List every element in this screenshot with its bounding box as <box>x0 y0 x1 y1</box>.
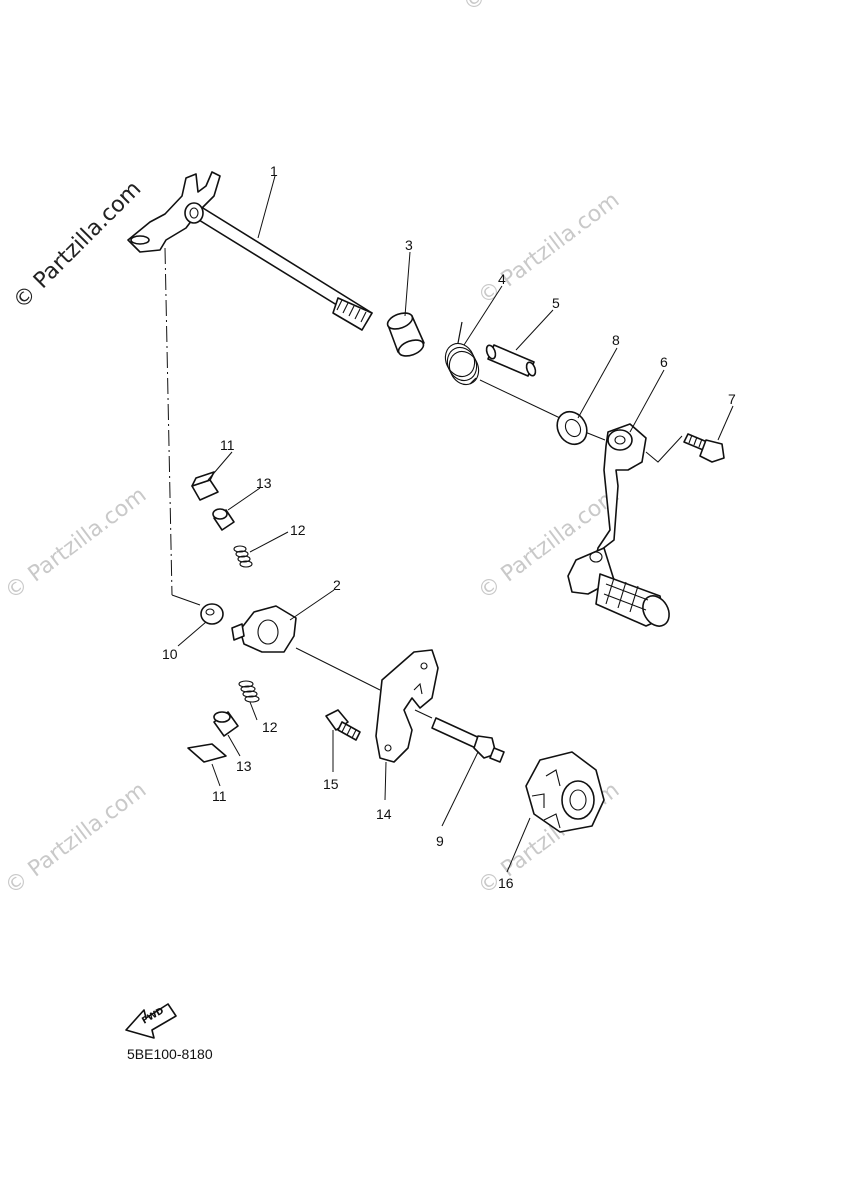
callout-7: 7 <box>728 391 736 407</box>
diagram-code: 5BE100-8180 <box>127 1046 213 1062</box>
callout-13-lower: 13 <box>236 758 252 774</box>
part-11-stopper-upper <box>191 471 219 501</box>
part-7-bolt <box>683 433 725 463</box>
part-16-segment-drum <box>525 751 605 833</box>
part-9-shaft-bolt <box>431 717 505 763</box>
part-11-stopper-lower <box>187 743 227 763</box>
callout-8: 8 <box>612 332 620 348</box>
callout-1: 1 <box>270 163 278 179</box>
watermark-faint: © Partzilla.com <box>474 188 625 310</box>
assembly-lines <box>164 247 683 719</box>
callout-15: 15 <box>323 776 339 792</box>
callout-5: 5 <box>552 295 560 311</box>
callout-labels: 1 3 4 5 8 6 7 11 13 12 2 10 12 13 11 15 … <box>162 163 736 891</box>
part-1-shift-shaft <box>127 171 373 331</box>
part-13-roller-upper <box>212 508 235 531</box>
callout-12-upper: 12 <box>290 522 306 538</box>
callout-12-lower: 12 <box>262 719 278 735</box>
callout-9: 9 <box>436 833 444 849</box>
watermark-faint: © Partzilla.com <box>1 778 152 900</box>
part-12-spring-lower <box>238 680 260 703</box>
watermark-main: © Partzilla.com <box>9 177 147 315</box>
part-10-washer <box>200 603 224 625</box>
callout-6: 6 <box>660 354 668 370</box>
callout-14: 14 <box>376 806 392 822</box>
callout-16: 16 <box>498 875 514 891</box>
callout-4: 4 <box>498 271 506 287</box>
part-15-bolt <box>325 709 361 741</box>
part-6-shift-pedal <box>567 423 670 627</box>
callout-11-upper: 11 <box>220 437 235 453</box>
callout-11-lower: 11 <box>212 788 227 804</box>
watermark-faint: © Partzilla.com <box>459 0 610 17</box>
watermark-faint: © Partzilla.com <box>1 483 152 605</box>
callout-10: 10 <box>162 646 178 662</box>
part-3-collar <box>386 312 425 357</box>
part-5-pin <box>485 344 537 377</box>
callout-13-upper: 13 <box>256 475 272 491</box>
part-2-shift-arm <box>231 605 297 653</box>
part-8-oil-seal <box>556 410 588 446</box>
fwd-arrow-icon: FWD <box>125 1003 177 1039</box>
part-14-segment-plate <box>375 649 439 763</box>
part-4-torsion-spring <box>444 321 480 386</box>
part-12-spring-upper <box>233 545 253 568</box>
part-13-roller-lower <box>213 711 239 737</box>
leader-lines <box>177 175 734 873</box>
callout-3: 3 <box>405 237 413 253</box>
callout-2: 2 <box>333 577 341 593</box>
